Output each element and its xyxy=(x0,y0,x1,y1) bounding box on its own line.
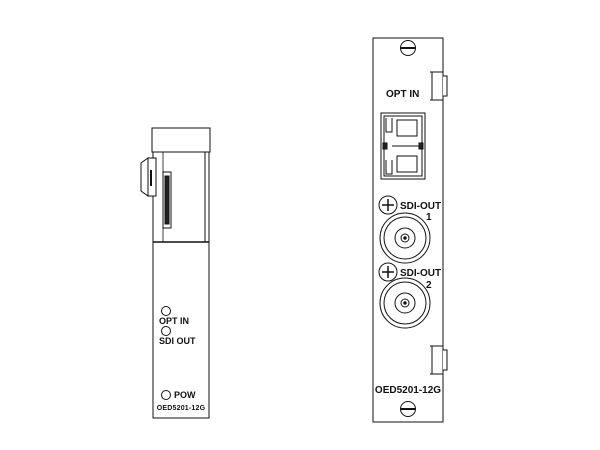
top-latch-icon xyxy=(430,71,448,101)
front-model-label: OED5201-12G xyxy=(375,385,441,396)
side-model-label: OED5201-12G xyxy=(157,405,206,412)
led-sdi-out-label: SDI OUT xyxy=(159,336,196,346)
opt-in-port xyxy=(380,112,426,180)
opt-in-label: OPT IN xyxy=(386,89,419,100)
sdi-out-1-screw-icon xyxy=(378,195,398,215)
sdi-out-1-bnc-connector xyxy=(379,212,431,264)
led-opt-in-label: OPT IN xyxy=(159,316,189,326)
led-sdi-out xyxy=(161,326,171,336)
side-connector xyxy=(140,157,172,229)
led-power xyxy=(161,390,171,400)
sdi-out-2-number: 2 xyxy=(426,280,432,291)
side-upper-body xyxy=(152,151,210,243)
sdi-out-1-label: SDI-OUT xyxy=(400,201,441,212)
top-screw-icon xyxy=(400,40,416,56)
bottom-screw-icon xyxy=(400,401,416,417)
sdi-out-2-label: SDI-OUT xyxy=(400,268,441,279)
side-top-block xyxy=(151,127,211,153)
led-opt-in xyxy=(161,306,171,316)
sdi-out-1-number: 1 xyxy=(426,212,432,223)
sdi-out-2-bnc-connector xyxy=(379,277,431,329)
led-power-label: POW xyxy=(174,390,196,400)
front-panel xyxy=(372,37,448,423)
sdi-out-2-screw-icon xyxy=(378,262,398,282)
side-view-module xyxy=(140,127,211,419)
bottom-latch-icon xyxy=(430,345,448,375)
